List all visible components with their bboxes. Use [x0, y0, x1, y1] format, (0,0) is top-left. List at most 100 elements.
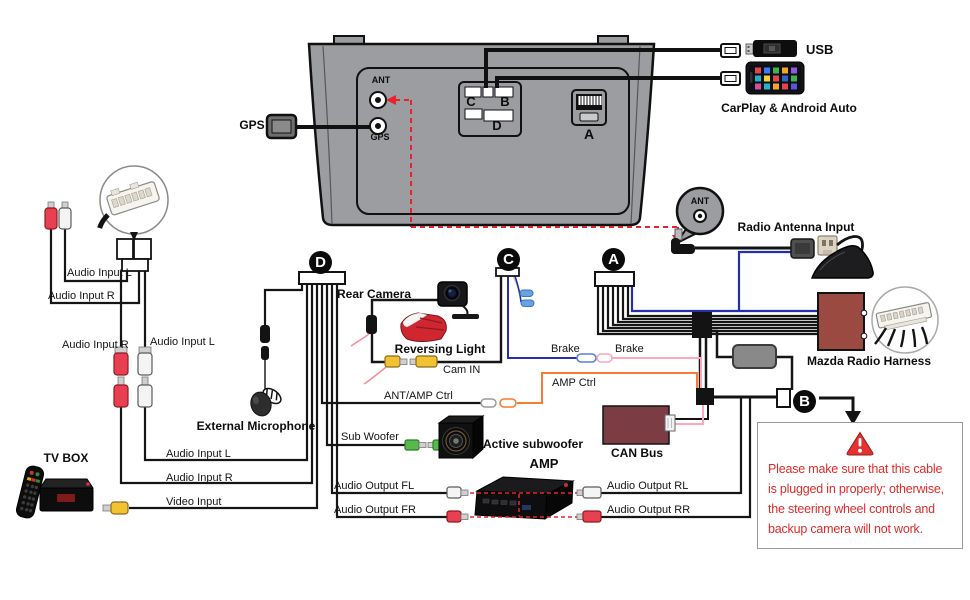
audio-input-rca-red-pair	[113, 346, 129, 408]
dashed-arrow-left	[386, 95, 396, 105]
harness-notch	[860, 309, 868, 317]
sub-woofer-label: Sub Woofer	[341, 431, 399, 443]
badge-b: B	[793, 390, 816, 413]
ant-amp-ctrl-connector	[480, 398, 497, 408]
ant-port	[369, 91, 387, 109]
audio-input-l-bottom-label: Audio Input L	[166, 448, 231, 460]
reversing-light-icon	[400, 312, 447, 342]
wire-junction-1	[692, 312, 712, 338]
brake-pink-wire	[612, 357, 702, 388]
active-subwoofer-label: Active subwoofer	[483, 437, 584, 451]
mazda-harness-box	[817, 292, 865, 351]
audio-output-rr-rca	[576, 510, 602, 523]
audio-input-r-mid-label: Audio Input R	[62, 339, 129, 351]
head-unit	[307, 35, 656, 227]
badge-d: D	[309, 251, 332, 274]
audio-output-fr-rca	[446, 510, 469, 523]
cam-in-label: Cam IN	[443, 364, 481, 376]
antenna-plug-icon	[671, 228, 695, 254]
warning-icon	[846, 431, 874, 456]
audio-input-l-top-label: Audio Input L	[67, 267, 132, 279]
external-microphone-label: External Microphone	[196, 419, 316, 433]
gps-module-label: GPS	[239, 118, 265, 132]
gps-port-label: GPS	[370, 132, 390, 142]
slot-d-label: D	[492, 118, 502, 133]
warning-text: Please make sure that this cable is plug…	[768, 462, 944, 536]
cbd-connector-block	[458, 81, 522, 137]
phone-icon	[745, 61, 805, 95]
amp-ctrl-connector	[499, 398, 517, 408]
video-input-label: Video Input	[166, 496, 222, 508]
audio-output-rl-label: Audio Output RL	[607, 480, 689, 492]
d-bundle-wires	[119, 284, 481, 519]
remote-icon	[15, 465, 45, 519]
audio-output-fl-label: Audio Output FL	[334, 480, 415, 492]
ant-amp-ctrl-label: ANT/AMP Ctrl	[384, 390, 453, 402]
antenna-socket-connector	[817, 235, 838, 256]
audio-output-rr-label: Audio Output RR	[607, 504, 691, 516]
brake-connector-blue	[576, 353, 597, 363]
mazda-radio-harness-label: Mazda Radio Harness	[806, 354, 932, 368]
audio-output-rl-rca	[576, 486, 602, 499]
warning-arrow	[819, 396, 861, 425]
can-bus-wires	[675, 405, 709, 425]
badge-a: A	[602, 248, 625, 271]
tv-audio-rca-red-top	[44, 201, 58, 230]
active-subwoofer-icon	[437, 415, 485, 460]
harness-adapter-block	[116, 238, 152, 272]
c-stub-wire-2	[514, 275, 522, 303]
rear-output-wires	[600, 397, 752, 519]
badge-c: C	[497, 248, 520, 271]
c-stub-connector-2	[520, 299, 535, 307]
a-connector	[594, 271, 635, 287]
slot-b-label: B	[500, 94, 510, 109]
cam-in-rca-icons	[384, 355, 438, 368]
amp-icon	[474, 476, 575, 520]
carplay-label: CarPlay & Android Auto	[721, 101, 857, 115]
usb-label: USB	[806, 42, 834, 57]
external-microphone-icon	[250, 325, 282, 417]
b-connector	[776, 388, 791, 408]
audio-input-r-top-label: Audio Input R	[48, 290, 115, 302]
tv-box-icon	[39, 478, 94, 512]
usb-cables	[484, 48, 722, 88]
amp-ctrl-label: AMP Ctrl	[552, 377, 596, 389]
antenna-blue-wire	[630, 250, 818, 313]
tv-audio-rca-white-top	[58, 201, 72, 230]
harness-plug-callout	[97, 165, 169, 241]
audio-input-rca-white-pair	[137, 346, 153, 408]
audio-output-fl-rca	[446, 486, 469, 499]
usb-plug-1-icon	[720, 43, 741, 58]
cam-in-wire	[437, 276, 503, 364]
rear-camera-label: Rear Camera	[336, 287, 412, 301]
video-input-rca-yellow	[102, 501, 129, 515]
amp-label: AMP	[529, 456, 559, 471]
a-port-rj45	[571, 89, 607, 126]
brake-left-label: Brake	[551, 343, 580, 355]
reversing-light-label: Reversing Light	[394, 342, 486, 356]
usb-drive-icon	[745, 40, 797, 57]
antenna-adapter-connector	[790, 238, 815, 259]
ant-callout-label: ANT	[690, 196, 710, 206]
slot-a-label: A	[583, 126, 595, 142]
can-bus-box	[602, 405, 676, 445]
harness-notch	[860, 332, 868, 340]
wire-junction-2	[696, 388, 714, 405]
slot-c-label: C	[466, 94, 476, 109]
rear-camera-icon	[437, 281, 479, 319]
relay-box	[732, 344, 777, 369]
left-chain-wires	[49, 229, 147, 347]
ant-port-label: ANT	[371, 75, 391, 85]
brake-blue-wire	[507, 276, 577, 359]
amp-ctrl-wire	[517, 372, 698, 404]
brake-right-label: Brake	[615, 343, 644, 355]
audio-output-fr-label: Audio Output FR	[334, 504, 416, 516]
radio-antenna-input-label: Radio Antenna Input	[737, 220, 855, 234]
a-bundle-wires	[596, 286, 818, 336]
audio-input-r-bottom-label: Audio Input R	[166, 472, 233, 484]
gps-module-icon	[265, 113, 370, 140]
c-stub-connector-1	[519, 289, 534, 297]
warning-box: Please make sure that this cable is plug…	[757, 422, 963, 549]
